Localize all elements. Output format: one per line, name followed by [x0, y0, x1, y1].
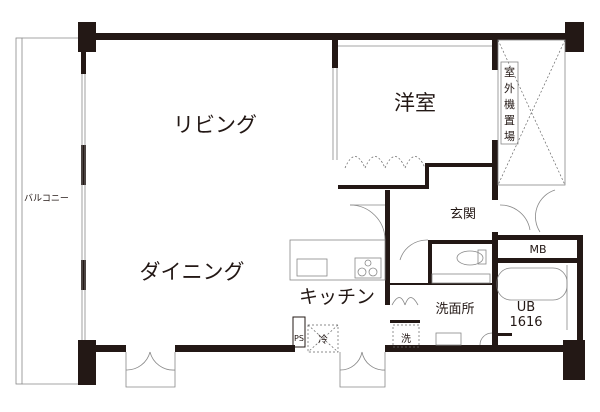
svg-text:置: 置 — [504, 114, 515, 127]
kitchen-counter — [289, 239, 386, 281]
room-label-living: リビング — [173, 113, 257, 137]
svg-text:PS: PS — [294, 334, 304, 343]
washer-space: 洗 — [392, 324, 420, 348]
svg-text:洗: 洗 — [401, 333, 411, 345]
fixtures — [431, 249, 568, 346]
room-label-kitchen: キッチン — [299, 286, 375, 308]
room-label-ub: UB — [517, 300, 535, 315]
room-label-bedroom: 洋室 — [394, 91, 436, 115]
room-label-ub-size: 1616 — [509, 315, 542, 330]
svg-text:室: 室 — [504, 65, 515, 79]
room-label-entrance: 玄関 — [450, 207, 476, 222]
closet-doors — [344, 156, 426, 169]
balcony: バルコニー — [15, 37, 80, 385]
fridge-space: 冷 PS — [294, 324, 339, 353]
balcony-label: バルコニー — [24, 193, 69, 204]
room-label-mb: MB — [529, 243, 546, 256]
outdoor-unit-area: 室 外 機 置 場 — [497, 39, 566, 186]
svg-text:場: 場 — [504, 130, 515, 143]
svg-text:機: 機 — [504, 97, 515, 111]
room-label-dining: ダイニング — [140, 260, 245, 284]
interior-walls — [292, 40, 583, 348]
room-label-washroom: 洗面所 — [435, 302, 474, 317]
doors[interactable] — [125, 189, 556, 388]
exterior-walls — [78, 22, 585, 385]
svg-text:冷: 冷 — [318, 333, 328, 346]
svg-text:外: 外 — [504, 82, 515, 95]
